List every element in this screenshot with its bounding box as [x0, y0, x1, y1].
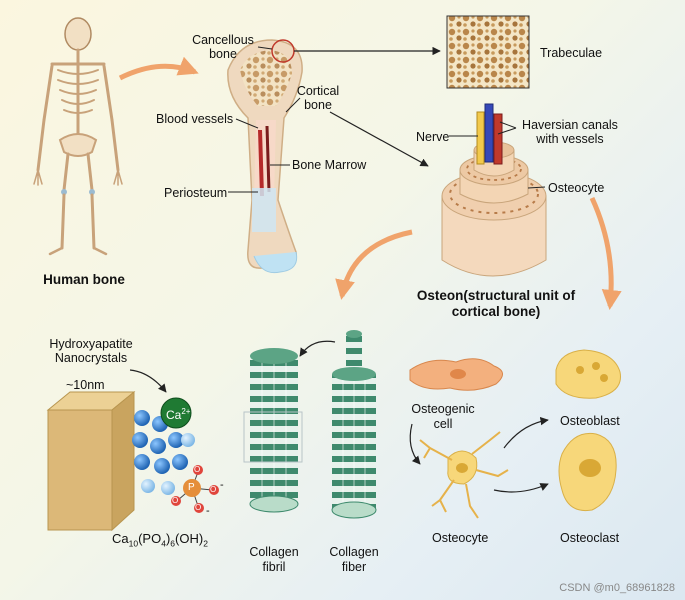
- label-haversian-canals: Haversian canals with vessels: [522, 118, 618, 146]
- arrow-skeleton-to-femur: [118, 56, 199, 81]
- label-charge-2: -: [206, 505, 210, 517]
- osteoblast-shape: [555, 349, 621, 399]
- label-trabeculae: Trabeculae: [540, 46, 603, 60]
- label-osteocyte-bottom: Osteocyte: [432, 531, 489, 545]
- skeleton-illustration: [33, 17, 123, 256]
- label-oxygen-2: O: [172, 496, 179, 505]
- label-formula: Ca10(PO4)6(OH)2: [112, 531, 208, 549]
- osteon-leader-lines: [449, 121, 546, 189]
- osteon-illustration: [441, 103, 547, 277]
- label-charge-1: -: [220, 479, 224, 491]
- label-collagen-fibril: Collagen fibril: [249, 545, 299, 574]
- label-osteogenic-cell: Osteogenic cell: [411, 402, 475, 431]
- label-calcium-ion: Ca2+: [166, 407, 191, 422]
- ion-lattice: [132, 397, 219, 513]
- arrow-osteon-to-cells: [589, 196, 622, 310]
- label-osteoblast: Osteoblast: [560, 414, 620, 428]
- label-oxygen-4: O: [195, 503, 202, 512]
- label-hydroxyapatite: Hydroxyapatite Nanocrystals: [49, 337, 133, 365]
- calcium-ion: [160, 397, 192, 429]
- arrow-osteon-to-matrix: [335, 229, 413, 300]
- label-cancellous-bone: Cancellous bone: [192, 33, 254, 61]
- label-phosphorus: P: [188, 482, 195, 493]
- arrow-osteogenic-to-osteocyte: [409, 423, 421, 465]
- arrow-to-osteoclast: [493, 483, 549, 493]
- label-nerve: Nerve: [416, 130, 450, 144]
- label-cortical-bone: Cortical bone: [296, 84, 340, 112]
- label-blood-vessels: Blood vessels: [156, 112, 234, 126]
- label-collagen-fiber: Collagen fiber: [329, 545, 379, 574]
- femur-illustration: [227, 39, 303, 274]
- label-oxygen-3: O: [210, 485, 217, 494]
- trabeculae-image: [446, 15, 530, 89]
- label-osteon: Osteon(structural unit of cortical bone): [416, 288, 576, 319]
- phosphorus-atom: [183, 479, 201, 497]
- femur-leader-lines: [228, 46, 301, 193]
- label-bone-marrow: Bone Marrow: [292, 158, 367, 172]
- label-oxygen-1: O: [194, 465, 201, 474]
- arrow-to-osteon: [329, 111, 429, 167]
- collagen-fiber-illustration: [331, 330, 377, 519]
- arrow-to-osteoblast: [503, 417, 549, 449]
- osteogenic-cell-nucleus: [450, 369, 466, 379]
- label-osteoclast: Osteoclast: [560, 531, 620, 545]
- label-crystal-size: ~10nm: [66, 378, 105, 392]
- label-osteocyte-top: Osteocyte: [548, 181, 605, 195]
- crystal-block: [46, 390, 136, 532]
- arrow-fiber-to-fibril: [299, 340, 336, 357]
- label-human-bone: Human bone: [43, 272, 125, 287]
- arrow-to-crystal: [129, 369, 167, 393]
- osteocyte-dendrites: [419, 431, 509, 519]
- label-periosteum: Periosteum: [164, 186, 228, 200]
- collagen-fibril-illustration: [243, 348, 303, 513]
- watermark: CSDN @m0_68961828: [559, 582, 675, 594]
